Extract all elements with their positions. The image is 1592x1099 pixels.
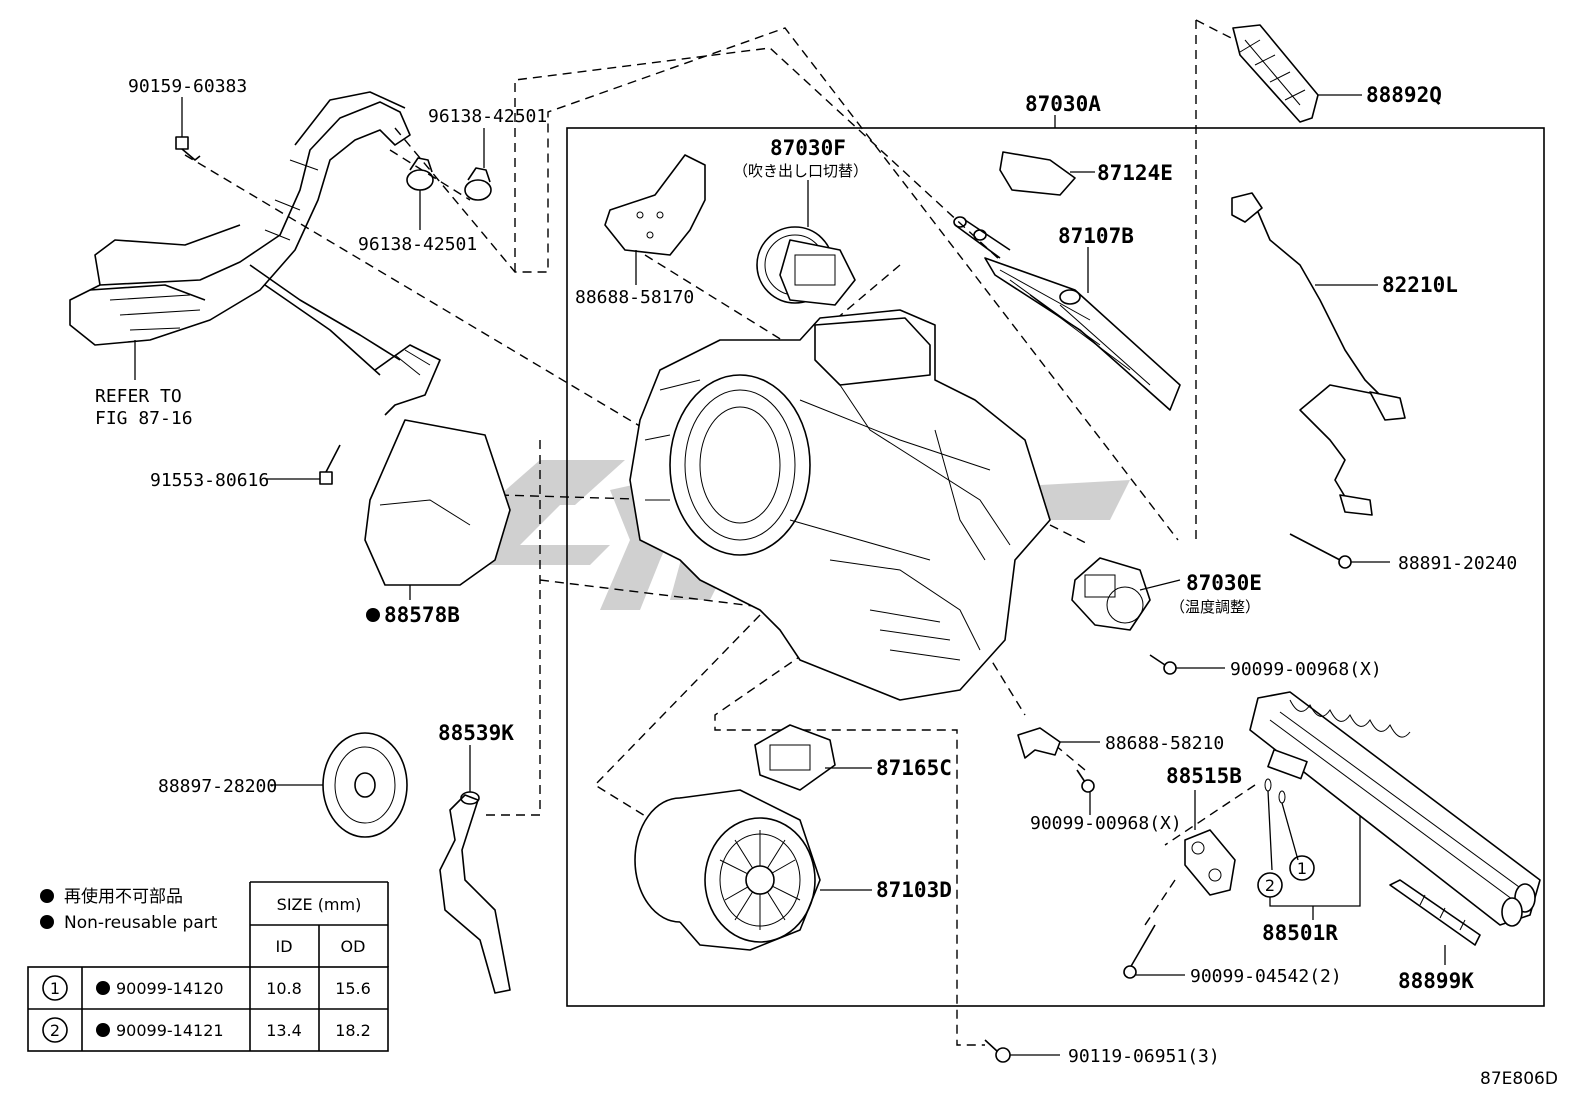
sensor-88891 (1289, 533, 1390, 569)
label-87103D: 87103D (876, 878, 952, 902)
legend-dot-en (40, 915, 54, 929)
sensor-harness-82210L (1231, 192, 1406, 516)
part-labels: 90159-60383 96138-42501 96138-42501 8703… (95, 76, 1517, 1067)
label-87030F: 87030F (770, 136, 846, 160)
legend: 再使用不可部品 Non-reusable part SIZE (mm) ID O… (27, 881, 389, 1052)
label-87165C: 87165C (876, 756, 952, 780)
bolt-90159 (175, 97, 201, 161)
table-row1-num: 1 (50, 979, 60, 998)
label-88891-20240: 88891-20240 (1398, 553, 1517, 574)
bracket-88688-58170 (604, 154, 706, 285)
screw-90099-00968-b (1076, 769, 1095, 815)
bolt-91553 (266, 444, 341, 485)
duct-cover-88578B (364, 419, 511, 600)
label-88578B: 88578B (384, 603, 460, 627)
table-row2-od: 18.2 (335, 1021, 371, 1040)
label-90159-60383: 90159-60383 (128, 76, 247, 97)
o-rings: 2 1 (1257, 778, 1361, 907)
label-87030E-note: （温度調整） (1170, 598, 1260, 616)
table-row2-num: 2 (50, 1021, 60, 1040)
label-96138-42501-a: 96138-42501 (428, 106, 547, 127)
label-88688-58210: 88688-58210 (1105, 733, 1224, 754)
drain-hose-88539K (439, 745, 511, 994)
label-90119-06951: 90119-06951(3) (1068, 1046, 1220, 1067)
legend-nonreusable-jp: 再使用不可部品 (64, 886, 183, 907)
table-row1-part: 90099-14120 (116, 979, 224, 998)
table-col-id: ID (275, 937, 292, 956)
table-row1-dot (96, 981, 110, 995)
servo-motor-87030E (1071, 557, 1181, 631)
table-row2-dot (96, 1023, 110, 1037)
seal-88899K (1389, 879, 1481, 965)
callout-2-ring: 2 (1265, 876, 1275, 895)
servo-motor-87030F (756, 180, 856, 306)
label-88501R: 88501R (1262, 921, 1338, 945)
label-96138-42501-b: 96138-42501 (358, 234, 477, 255)
label-88892Q: 88892Q (1366, 83, 1442, 107)
table-size-header: SIZE (mm) (277, 895, 362, 914)
label-fig-87-16: FIG 87-16 (95, 408, 193, 429)
evaporator-88501R (1249, 691, 1541, 927)
heater-hose-assembly (69, 91, 441, 416)
blower-motor-87103D (634, 789, 872, 951)
label-91553-80616: 91553-80616 (150, 470, 269, 491)
screw-90119 (984, 1039, 1060, 1063)
label-87107B: 87107B (1058, 224, 1134, 248)
hose-clamp-b (464, 128, 492, 201)
size-table: SIZE (mm) ID OD 1 90099-14120 10.8 15.6 … (27, 881, 389, 1052)
legend-nonreusable-en: Non-reusable part (64, 913, 218, 933)
heater-core-87107B (953, 216, 1181, 411)
screw-90099-00968-a (1149, 654, 1225, 675)
label-87030F-note: （吹き出し口切替） (733, 162, 868, 180)
hose-clamp-a (406, 157, 434, 230)
bolt-90099-04542 (1123, 924, 1185, 979)
label-refer-to: REFER TO (95, 386, 182, 407)
bracket-88688-58210 (1017, 727, 1100, 759)
hvac-housing (629, 309, 1051, 701)
label-88515B: 88515B (1166, 764, 1242, 788)
label-88539K: 88539K (438, 721, 514, 745)
table-row2-part: 90099-14121 (116, 1021, 224, 1040)
label-82210L: 82210L (1382, 273, 1458, 297)
expansion-valve-88515B (1184, 790, 1236, 896)
legend-dot-jp (40, 889, 54, 903)
table-row1-id: 10.8 (266, 979, 302, 998)
grommet-88897 (270, 732, 408, 838)
connector-87124E (999, 151, 1095, 196)
table-row1-od: 15.6 (335, 979, 371, 998)
label-88899K: 88899K (1398, 969, 1474, 993)
dashed-guides (184, 19, 1256, 1046)
label-87030A: 87030A (1025, 92, 1101, 116)
callout-1-ring: 1 (1297, 859, 1307, 878)
label-87030E: 87030E (1186, 571, 1262, 595)
nonreusable-dot-88578B (366, 608, 380, 622)
label-90099-00968-a: 90099-00968(X) (1230, 659, 1382, 680)
label-90099-00968-b: 90099-00968(X) (1030, 813, 1182, 834)
table-row2-id: 13.4 (266, 1021, 302, 1040)
blower-resistor-87165C (754, 724, 872, 791)
label-90099-04542: 90099-04542(2) (1190, 966, 1342, 987)
label-88688-58170: 88688-58170 (575, 287, 694, 308)
label-88897-28200: 88897-28200 (158, 776, 277, 797)
label-87124E: 87124E (1097, 161, 1173, 185)
filter-88892Q (1232, 24, 1362, 123)
figure-code: 87E806D (1480, 1069, 1558, 1089)
table-col-od: OD (341, 937, 366, 956)
